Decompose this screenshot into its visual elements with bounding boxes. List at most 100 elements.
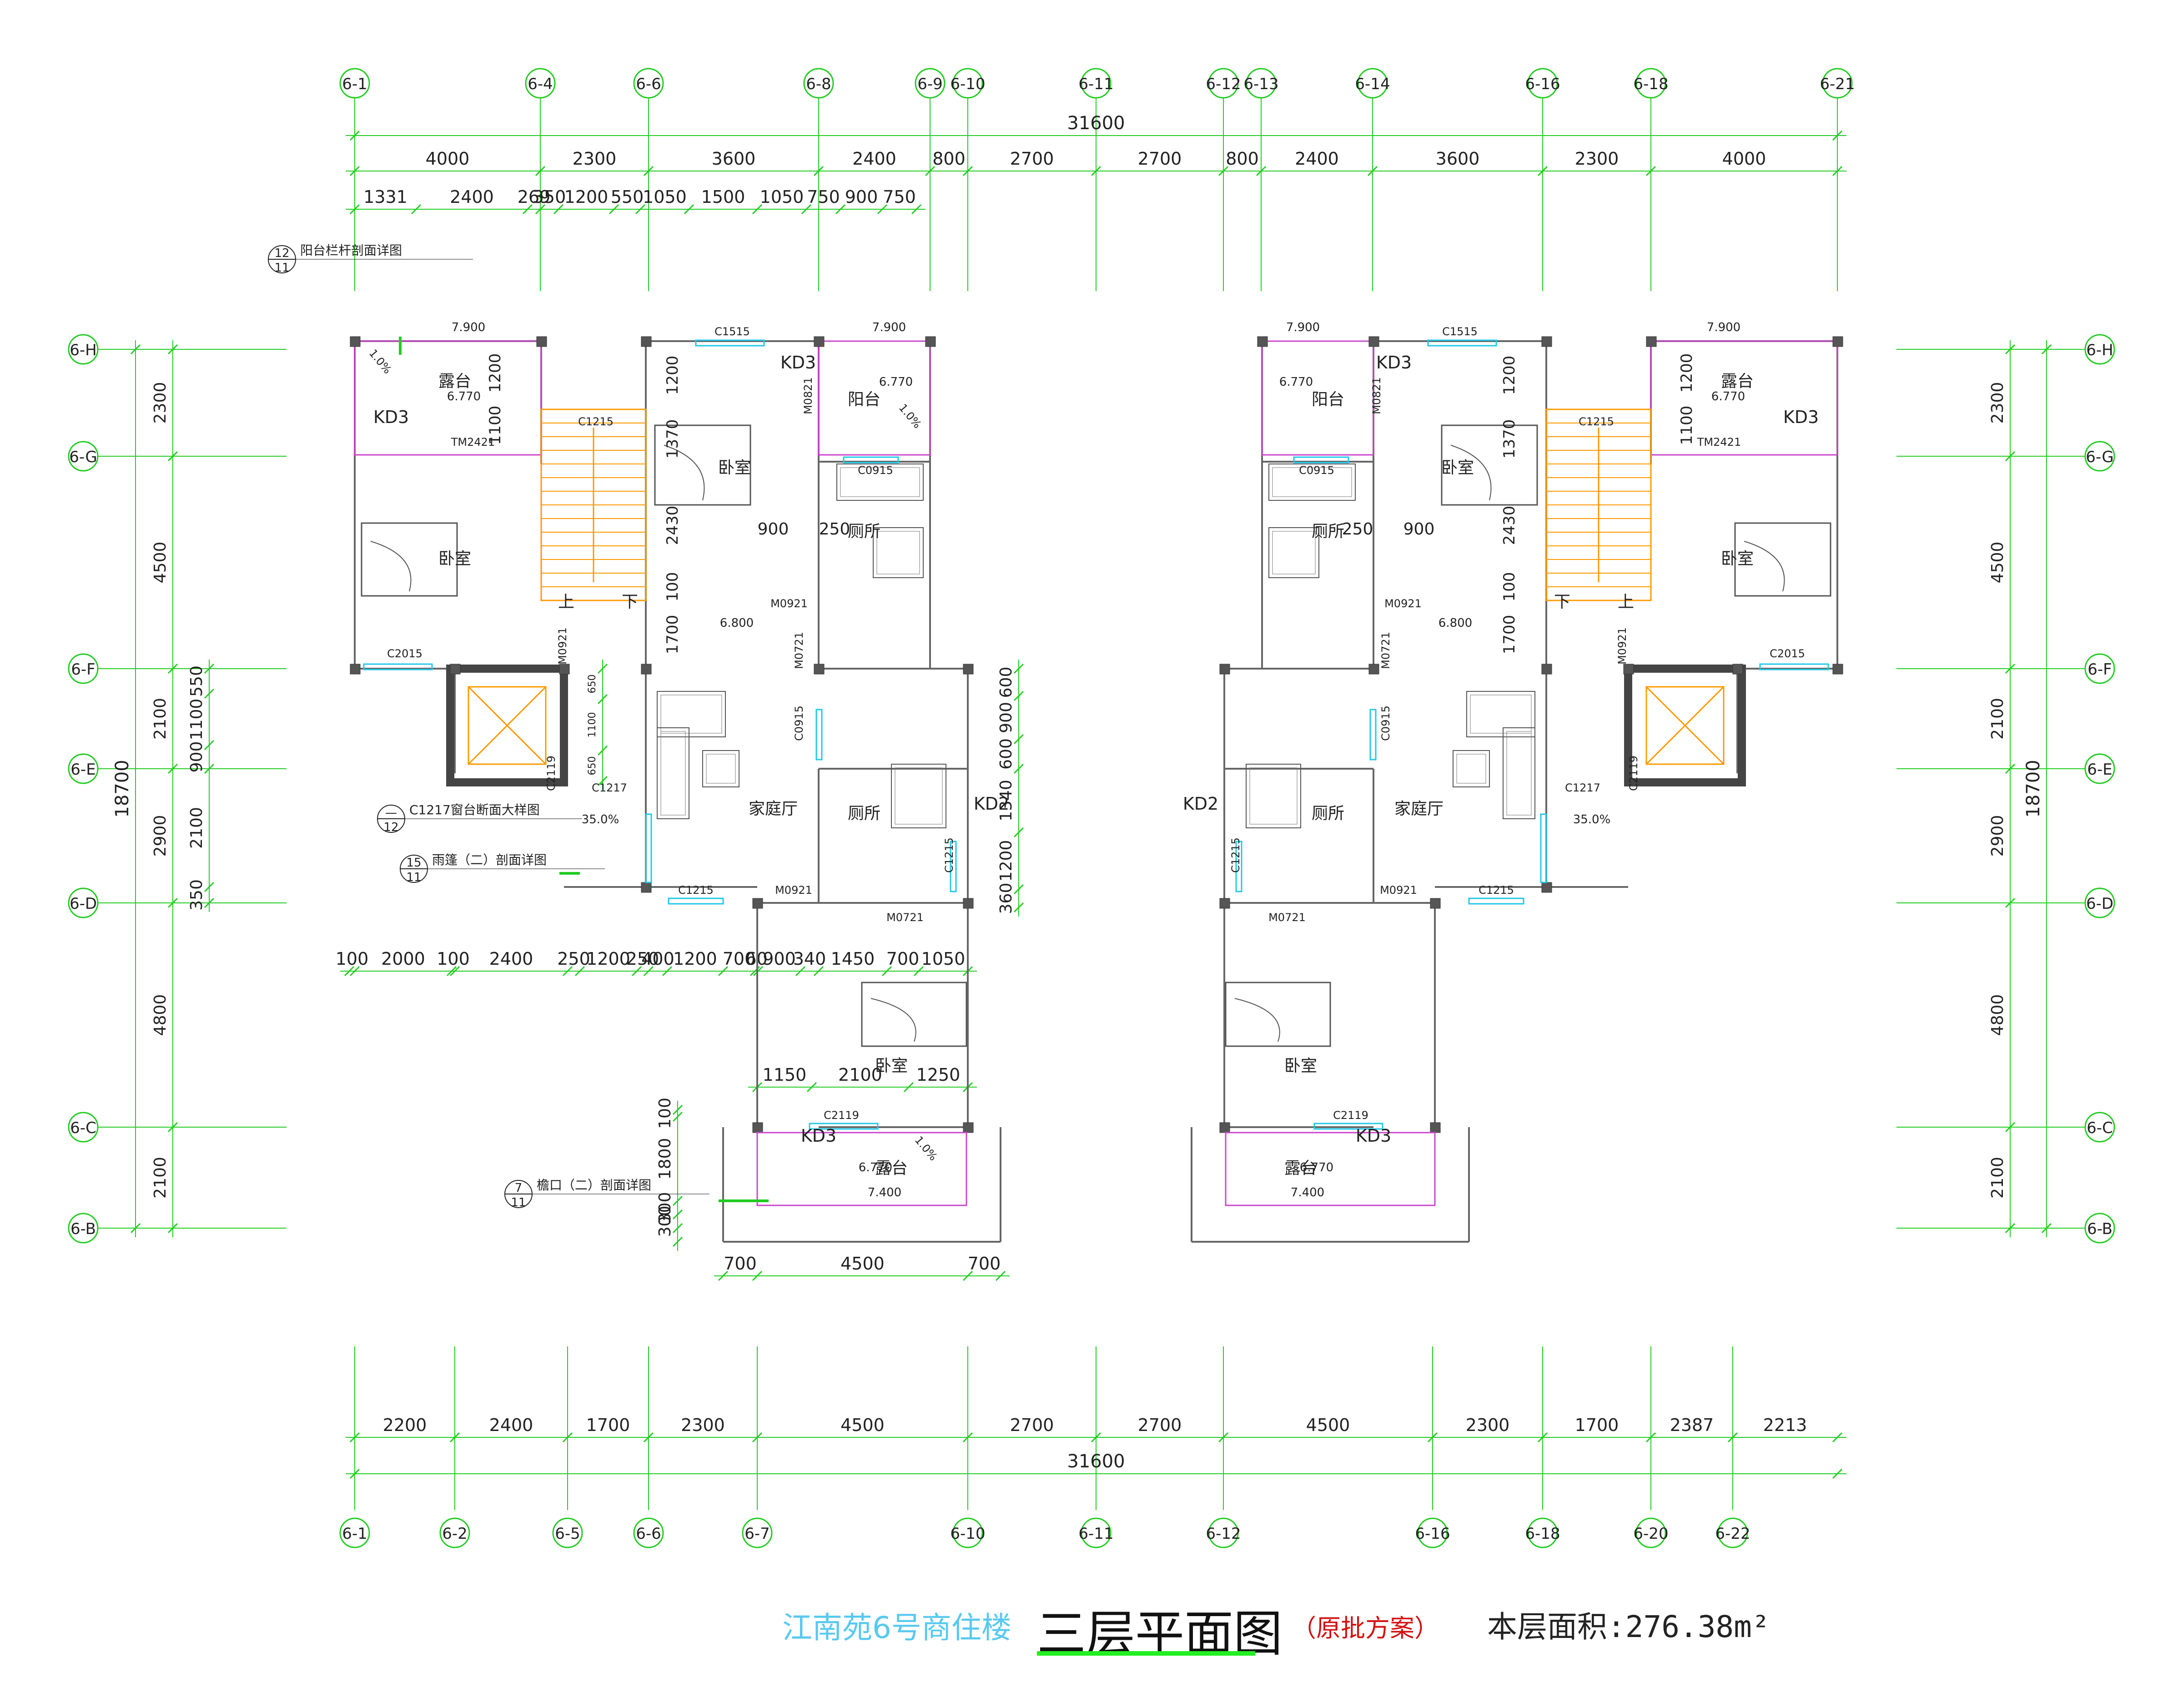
balcony-side-dim-label: 300	[656, 1192, 674, 1224]
right-side-dim-label: 1200	[997, 840, 1016, 882]
mid-dim-tick	[795, 966, 806, 977]
tag-left: M0921	[775, 884, 812, 897]
tag-right: KD3	[1356, 1126, 1391, 1146]
room-dim-right: 100	[1500, 572, 1519, 602]
room-dim-left: 1700	[664, 615, 682, 655]
top-row1-dim-tick	[1645, 166, 1656, 176]
tag-vert-left: C2119	[545, 756, 558, 791]
left-row1-dim-tick	[167, 897, 178, 908]
bottom-row-dim-label: 2213	[1763, 1415, 1807, 1435]
tag-left: 7.900	[452, 321, 485, 334]
right-row-dim-tick	[2005, 763, 2016, 774]
right-window-c2015	[1759, 663, 1829, 670]
bottom-row-dim-tick	[1832, 1432, 1843, 1443]
left-bed-1-sheet	[370, 541, 412, 592]
room-dim-left: 1200	[664, 356, 682, 395]
left-column	[963, 1122, 974, 1133]
left-row2-dim-tick	[204, 882, 215, 892]
right-sofa-inner	[1470, 695, 1532, 734]
tag-left: KD3	[373, 407, 409, 427]
right-side-dim-tick	[1013, 763, 1024, 774]
right-row-dim-label: 2300	[1988, 382, 2007, 424]
left-row2-dim-label: 350	[187, 879, 206, 911]
axis-label-bottom: 6-18	[1525, 1525, 1560, 1543]
mid-dim-tick	[881, 966, 892, 977]
tag-left: 7.900	[872, 321, 906, 334]
axis-label-top: 6-11	[1078, 75, 1113, 93]
tag-left: TM2421	[451, 436, 495, 448]
lower-dim-label: 1250	[916, 1065, 961, 1085]
balcony-side-dim-tick	[672, 1195, 683, 1206]
tag-right: 900	[1403, 520, 1435, 539]
right-column	[1732, 664, 1743, 675]
top-row2-dim-label: 2400	[450, 187, 494, 207]
axis-bubble-bottom	[1081, 1517, 1112, 1548]
room-label-left: 卧室	[875, 1057, 908, 1075]
room-dim-right: 2430	[1500, 506, 1519, 545]
left-row1-dim-tick	[167, 344, 178, 355]
left-tv-inner	[706, 754, 736, 784]
axis-label-right: 6-E	[2087, 761, 2112, 779]
tag-right: 6.800	[1439, 616, 1472, 630]
bottom-row-dim-label: 2300	[681, 1415, 725, 1435]
axis-bubble-top	[1246, 68, 1277, 99]
window-callout-num: —	[385, 806, 397, 820]
right-row-dim-label: 4800	[1988, 994, 2007, 1036]
mid-dim-tick	[449, 966, 460, 977]
bottom-row-dim-tick	[1091, 1432, 1102, 1443]
left-sofa-inner	[660, 695, 722, 734]
left-row2-dim-tick	[204, 740, 215, 751]
right-row-dim-tick	[2005, 897, 2016, 908]
axis-label-bottom: 6-11	[1078, 1525, 1113, 1543]
room-label-left: 卧室	[438, 549, 471, 568]
tag-right: 6.770	[1279, 375, 1313, 389]
left-column	[350, 336, 361, 347]
top-row2-dim-label: 550	[611, 187, 644, 207]
stair-dim-label: 1100	[587, 712, 598, 738]
mid-dim-label: 700	[723, 949, 756, 969]
right-bathtub-2	[1246, 764, 1301, 828]
axis-label-top: 6-8	[806, 75, 831, 93]
left-row1-dim-label: 2300	[151, 382, 170, 424]
room-label-left: 厕所	[848, 804, 880, 823]
right-column	[1832, 336, 1843, 347]
right-column	[1832, 664, 1843, 675]
tag-vert-left: C0915	[793, 705, 805, 741]
window-callout-text: C1217窗台断面大样图	[409, 802, 540, 817]
axis-label-bottom: 6-2	[442, 1525, 468, 1543]
left-column	[752, 1122, 763, 1133]
top-row2-dim-tick	[349, 204, 360, 215]
top-row1-dim-tick	[1832, 166, 1843, 176]
top-row2-dim-tick	[522, 204, 533, 215]
right-bed-3-sheet	[1234, 998, 1280, 1042]
axis-bubble-bottom	[552, 1517, 583, 1548]
right-bottom-terrace-railing	[1225, 1132, 1436, 1206]
left-window-c1215v	[950, 841, 957, 892]
tag-left: 35.0%	[582, 813, 619, 826]
railing-callout-den: 11	[274, 261, 289, 275]
mid-dim-tick	[913, 966, 924, 977]
tag-left: C2015	[387, 647, 423, 660]
axis-label-top: 6-6	[636, 75, 661, 93]
axis-bubble-bottom	[1208, 1517, 1239, 1548]
top-total-dim-label: 31600	[1067, 113, 1125, 134]
room-label-left: 卧室	[718, 458, 751, 477]
top-row1-dim-label: 3600	[712, 149, 756, 169]
left-column	[963, 664, 974, 675]
right-column	[1430, 1122, 1441, 1133]
tag-right: C1217	[1565, 781, 1600, 794]
bottom-row-dim-tick	[962, 1432, 973, 1443]
top-row1-dim-tick	[1091, 166, 1102, 176]
left-bathtub-inner	[840, 467, 920, 497]
slope-left: 1.0%	[367, 347, 394, 377]
balcony-side-dim-tick	[672, 1104, 683, 1115]
tag-right: M0921	[1380, 884, 1417, 897]
axis-label-top: 6-13	[1243, 75, 1278, 93]
left-window-c0915	[843, 456, 899, 464]
tag-right: KD3	[1376, 353, 1412, 373]
right-row-dim-label: 2900	[1988, 815, 2007, 857]
tag-vert-left: C1215	[943, 837, 956, 873]
top-row1-dim-label: 4000	[426, 149, 470, 169]
tag-vert-right: C2119	[1627, 756, 1640, 791]
right-bed-2	[1441, 424, 1538, 506]
